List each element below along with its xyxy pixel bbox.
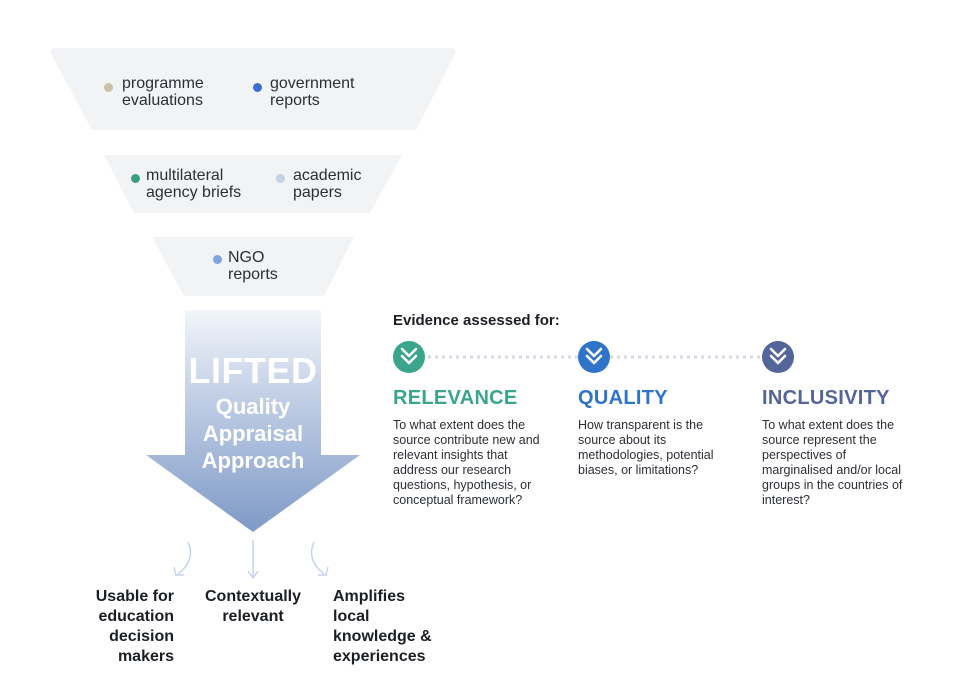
relevance-description: To what extent does the source contribut… bbox=[393, 418, 540, 507]
programme-evaluations-label: programme evaluations bbox=[122, 75, 204, 109]
government-reports-dot bbox=[253, 83, 262, 92]
multilateral-briefs-label: multilateral agency briefs bbox=[146, 167, 242, 201]
lifted-title: LIFTED bbox=[188, 350, 318, 391]
curved-arrow-right-icon bbox=[310, 541, 325, 575]
inclusivity-description: To what extent does the source represent… bbox=[762, 418, 903, 507]
multilateral-briefs-dot bbox=[131, 174, 140, 183]
lifted-arrow-shape bbox=[146, 310, 360, 532]
government-reports-label: government reports bbox=[270, 75, 355, 109]
evidence-heading: Evidence assessed for: bbox=[393, 312, 560, 329]
relevance-icon bbox=[393, 341, 425, 373]
programme-evaluations-dot bbox=[104, 83, 113, 92]
outcome-contextual: Contextually relevant bbox=[204, 588, 301, 625]
quality-title: QUALITY bbox=[578, 387, 668, 409]
funnel-tier-bottom bbox=[152, 237, 354, 296]
ngo-reports-label: NGO reports bbox=[228, 249, 278, 283]
arrowhead-right-icon bbox=[318, 566, 329, 576]
quality-icon bbox=[578, 341, 610, 373]
inclusivity-icon bbox=[762, 341, 794, 373]
ngo-reports-dot bbox=[213, 255, 222, 264]
arrowhead-left-icon bbox=[173, 566, 184, 576]
curved-arrow-left-icon bbox=[177, 541, 192, 575]
arrowhead-center-icon bbox=[247, 570, 259, 580]
academic-papers-dot bbox=[276, 174, 285, 183]
academic-papers-label: academic papers bbox=[293, 167, 362, 201]
inclusivity-title: INCLUSIVITY bbox=[762, 387, 890, 409]
outcome-arrows bbox=[173, 540, 329, 580]
outcome-usable: Usable for education decision makers bbox=[95, 588, 174, 665]
lifted-subtitle: Quality Appraisal Approach bbox=[201, 394, 305, 473]
funnel-tier-middle bbox=[104, 155, 402, 213]
outcome-amplifies: Amplifies local knowledge & experiences bbox=[333, 588, 432, 665]
relevance-title: RELEVANCE bbox=[393, 387, 518, 409]
quality-description: How transparent is the source about its … bbox=[578, 418, 714, 477]
